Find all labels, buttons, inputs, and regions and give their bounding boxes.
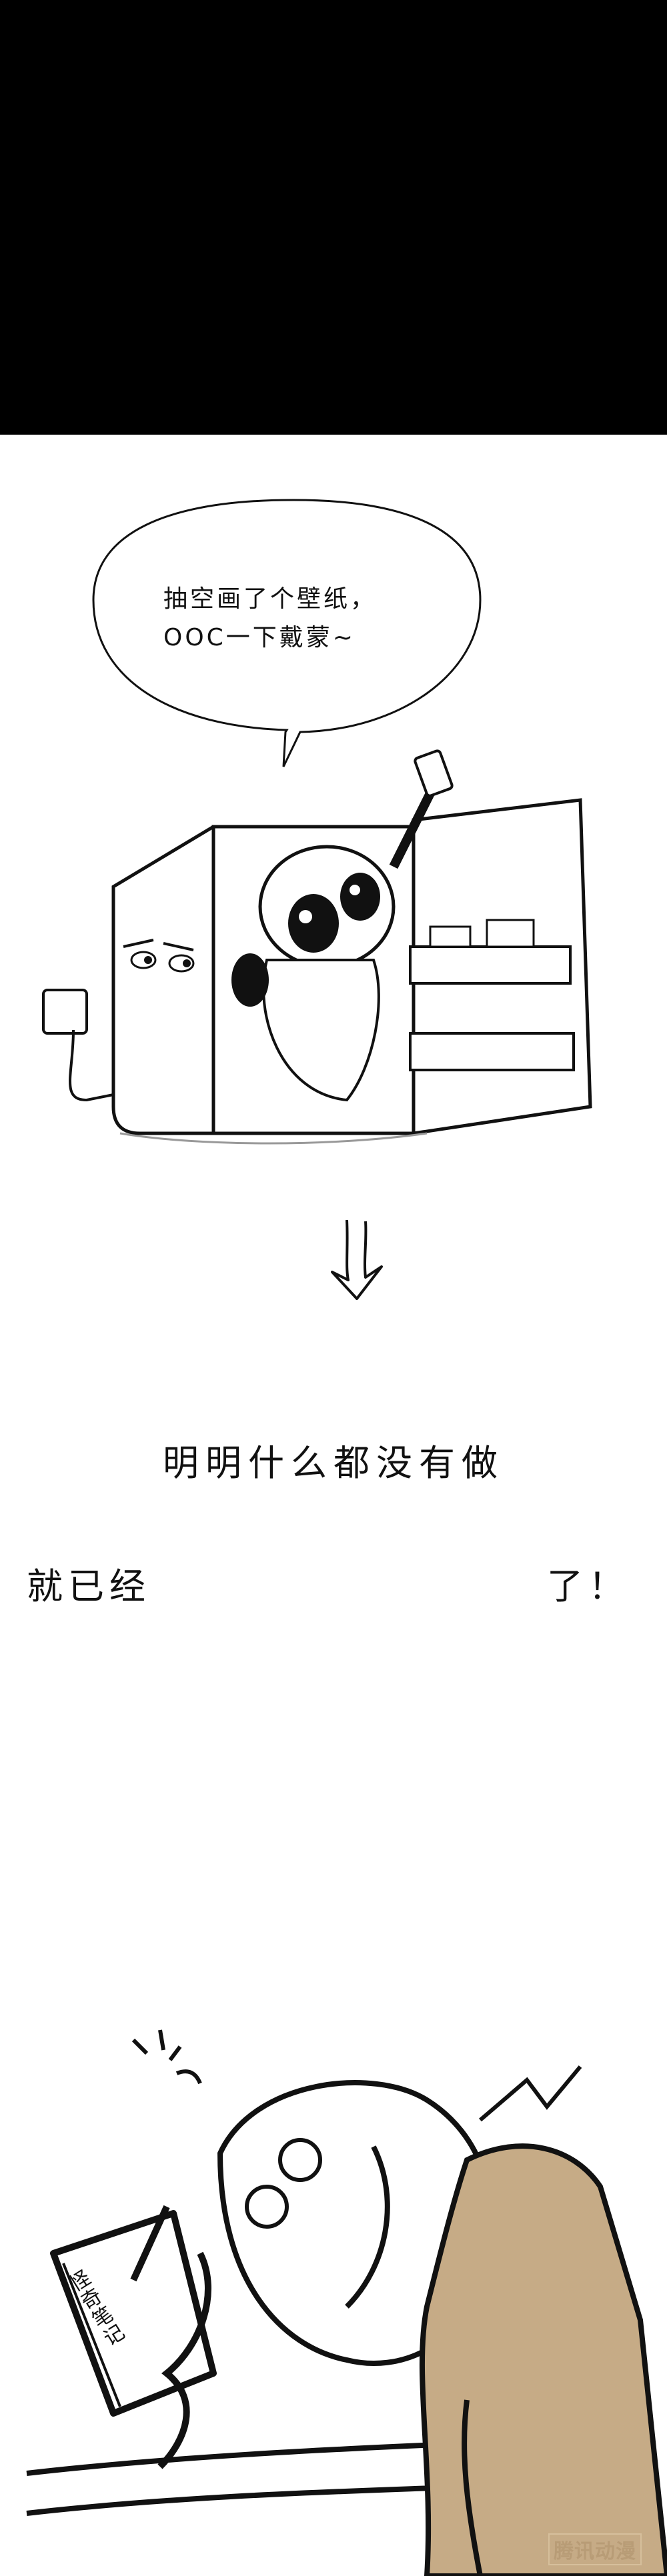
down-arrow-icon xyxy=(331,1219,383,1300)
wall-outlet xyxy=(42,989,88,1035)
sleeping-character-illustration xyxy=(26,2029,667,2576)
speech-bubble-text: 抽空画了个壁纸， OOC一下戴蒙~ xyxy=(163,580,377,657)
speech-line-2: OOC一下戴蒙~ xyxy=(163,624,356,651)
coat xyxy=(420,2143,667,2576)
notebook xyxy=(50,2210,217,2417)
black-panel xyxy=(0,0,667,435)
speech-line-1: 抽空画了个壁纸， xyxy=(163,585,378,613)
watermark-logo: 腾讯动漫 xyxy=(548,2533,642,2565)
caption-line-2-start: 就已经 xyxy=(27,1565,151,1607)
caption-line-2-end: 了！ xyxy=(547,1565,630,1607)
speech-bubble xyxy=(92,499,482,767)
fridge-scene-illustration xyxy=(42,499,592,1145)
caption-line-1: 明明什么都没有做 xyxy=(163,1442,504,1484)
